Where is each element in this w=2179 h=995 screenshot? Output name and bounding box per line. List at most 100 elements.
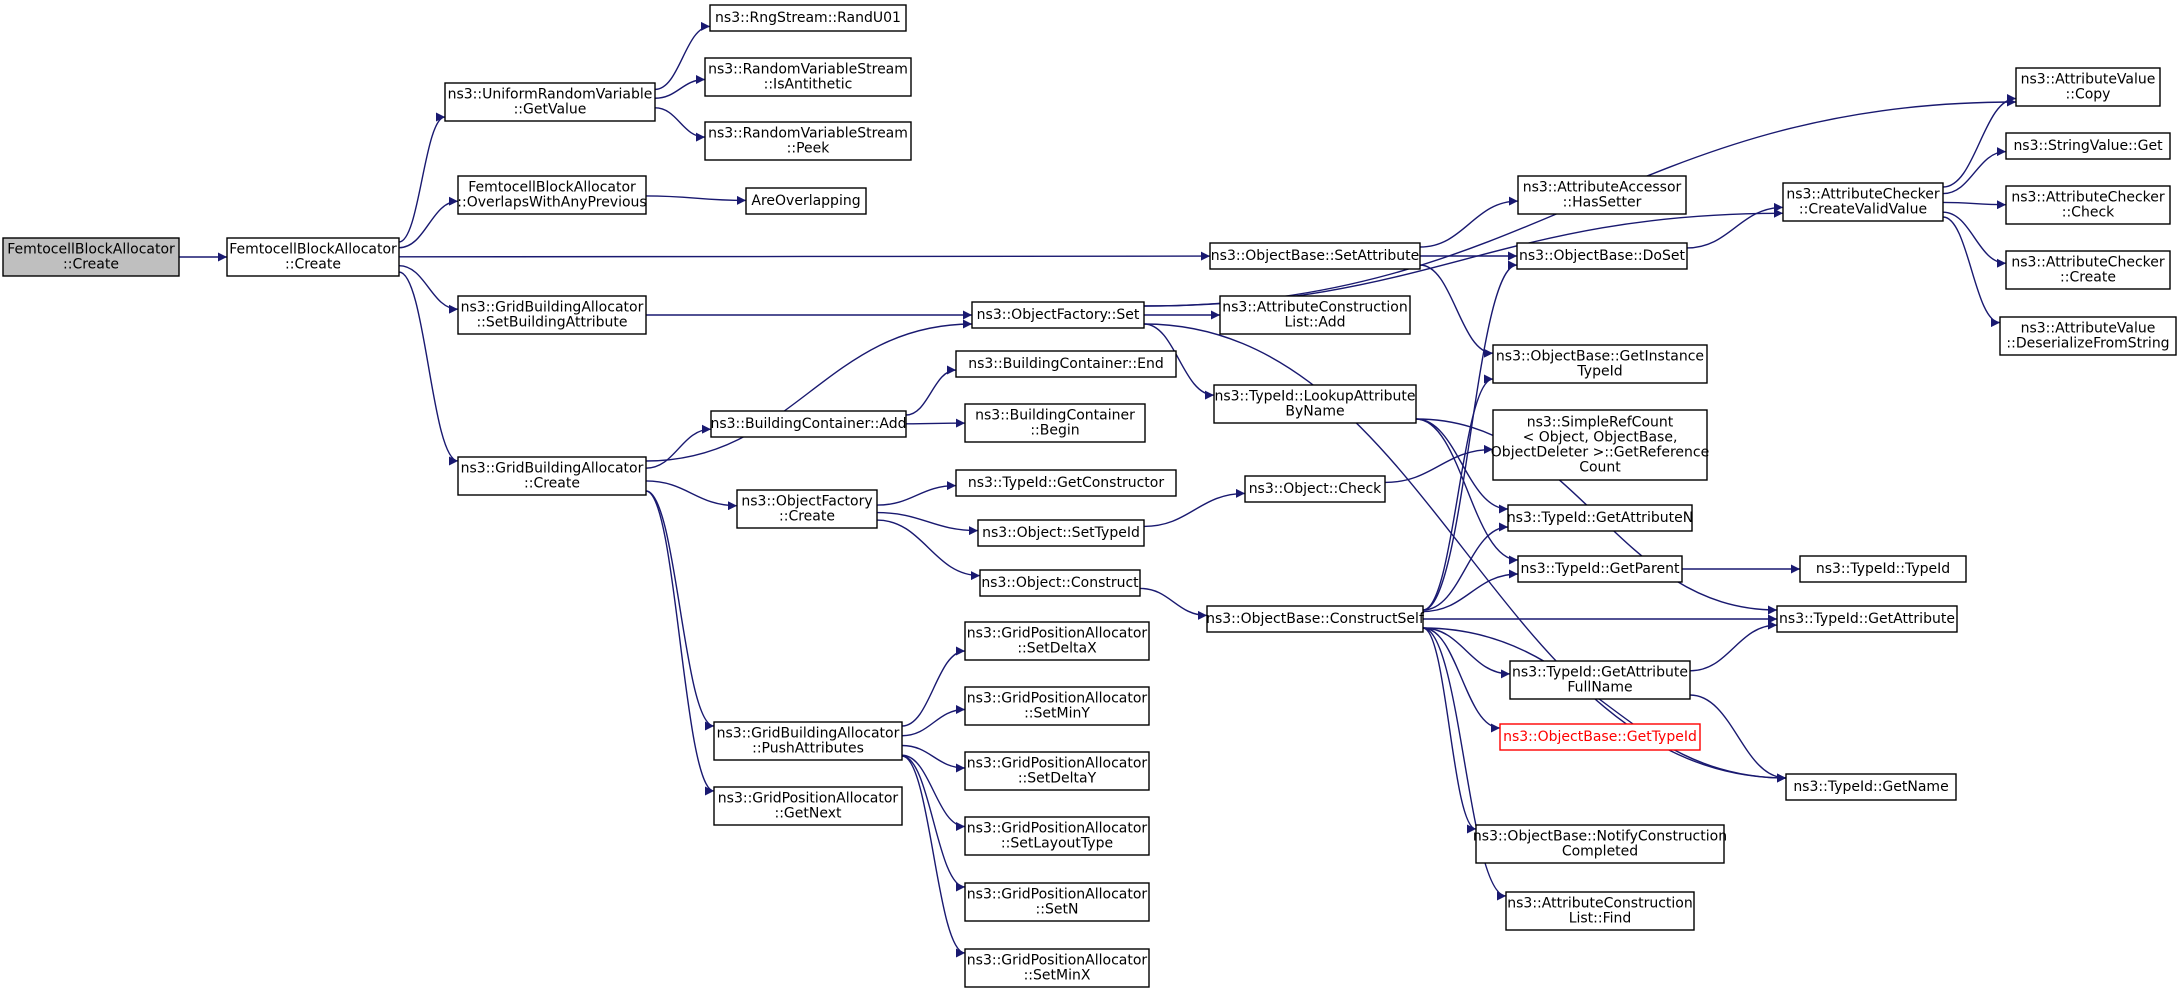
node-label-line: FemtocellBlockAllocator — [7, 242, 175, 258]
node-label-line: ::GetValue — [514, 102, 587, 118]
nodes: FemtocellBlockAllocator::CreateFemtocell… — [2, 4, 2177, 988]
node-label-line: ::SetMinY — [1024, 706, 1090, 722]
node-urv-getvalue[interactable]: ns3::UniformRandomVariable::GetValue — [444, 82, 656, 122]
edge-ob_doset-to-ac_createvalid — [1686, 202, 1784, 249]
node-box — [2005, 185, 2171, 225]
node-box — [704, 121, 912, 161]
node-ac-create[interactable]: ns3::AttributeChecker::Create — [2005, 250, 2171, 290]
node-box — [964, 621, 1150, 661]
node-label-line: ns3::AttributeConstruction — [1507, 896, 1692, 912]
node-bc-begin[interactable]: ns3::BuildingContainer::Begin — [964, 403, 1146, 443]
node-tid-getconstructor[interactable]: ns3::TypeId::GetConstructor — [955, 469, 1177, 497]
node-label-line: ::SetBuildingAttribute — [476, 315, 627, 331]
node-areoverlapping[interactable]: AreOverlapping — [745, 187, 867, 215]
node-box — [964, 751, 1150, 791]
node-obj-check[interactable]: ns3::Object::Check — [1244, 475, 1386, 503]
edge-ac_createvalid-to-av_deserialize — [1942, 216, 2001, 328]
node-label-line: ns3::RandomVariableStream — [708, 126, 908, 142]
node-aa-hassetter[interactable]: ns3::AttributeAccessor::HasSetter — [1517, 175, 1687, 215]
node-label-line: ns3::SimpleRefCount — [1527, 415, 1674, 431]
node-ob-constructself[interactable]: ns3::ObjectBase::ConstructSelf — [1206, 605, 1425, 633]
node-label-line: ::Copy — [2066, 87, 2111, 103]
node-gpa-setdeltax[interactable]: ns3::GridPositionAllocator::SetDeltaX — [964, 621, 1150, 661]
node-label-line: ObjectDeleter >::GetReference — [1491, 445, 1709, 461]
node-label-line: ::Create — [524, 476, 580, 492]
edge-gba_push-to-gpa_setdeltay — [901, 744, 966, 773]
node-label-line: ns3::AttributeValue — [2021, 72, 2156, 88]
node-box — [1206, 605, 1424, 633]
node-tid-typeid[interactable]: ns3::TypeId::TypeId — [1799, 555, 1967, 583]
node-label-line: ns3::ObjectBase::ConstructSelf — [1206, 611, 1425, 627]
node-rng-randu01[interactable]: ns3::RngStream::RandU01 — [709, 4, 907, 32]
node-label-line: ns3::StringValue::Get — [2013, 138, 2163, 154]
node-box — [2, 237, 180, 277]
node-rvs-isanti[interactable]: ns3::RandomVariableStream::IsAntithetic — [704, 57, 912, 97]
node-box — [457, 175, 647, 215]
node-box — [977, 519, 1145, 547]
node-gpa-setminy[interactable]: ns3::GridPositionAllocator::SetMinY — [964, 686, 1150, 726]
node-gpa-setn[interactable]: ns3::GridPositionAllocator::SetN — [964, 882, 1150, 922]
node-tid-getname[interactable]: ns3::TypeId::GetName — [1785, 773, 1957, 801]
node-ac-check[interactable]: ns3::AttributeChecker::Check — [2005, 185, 2171, 225]
node-ob-setattribute[interactable]: ns3::ObjectBase::SetAttribute — [1209, 242, 1421, 270]
edge-urv_getvalue-to-rng_randu01 — [654, 21, 711, 91]
node-tid-getparent[interactable]: ns3::TypeId::GetParent — [1517, 555, 1683, 583]
node-ac-createvalid[interactable]: ns3::AttributeChecker::CreateValidValue — [1782, 182, 1944, 222]
edge-gba_create-to-gpa_getnext — [645, 490, 715, 796]
node-gpa-setminx[interactable]: ns3::GridPositionAllocator::SetMinX — [964, 948, 1150, 988]
node-label-line: ns3::Object::Check — [1249, 481, 1382, 497]
node-box — [2005, 250, 2171, 290]
node-sv-get[interactable]: ns3::StringValue::Get — [2005, 132, 2171, 160]
node-gba-setbuilding[interactable]: ns3::GridBuildingAllocator::SetBuildingA… — [457, 295, 647, 335]
node-label-line: ns3::AttributeChecker — [1786, 187, 1940, 203]
node-tid-getattribute[interactable]: ns3::TypeId::GetAttribute — [1776, 605, 1958, 633]
node-box — [713, 721, 903, 761]
node-label-line: ns3::ObjectBase::DoSet — [1519, 248, 1685, 264]
node-obj-construct[interactable]: ns3::Object::Construct — [979, 569, 1141, 597]
node-label-line: ::SetMinX — [1024, 968, 1091, 984]
node-label-line: ns3::Object::SetTypeId — [982, 525, 1140, 541]
node-of-set[interactable]: ns3::ObjectFactory::Set — [971, 301, 1145, 329]
node-label-line: ns3::TypeId::GetAttribute — [1512, 665, 1688, 681]
node-ob-doset[interactable]: ns3::ObjectBase::DoSet — [1516, 242, 1688, 270]
node-rvs-peek[interactable]: ns3::RandomVariableStream::Peek — [704, 121, 912, 161]
edge-tid_getattrfull-to-tid_getattribute — [1689, 620, 1778, 672]
node-av-deserialize[interactable]: ns3::AttributeValue::DeserializeFromStri… — [1999, 316, 2177, 356]
edge-ac_createvalid-to-sv_get — [1942, 147, 2007, 195]
node-gpa-setdeltay[interactable]: ns3::GridPositionAllocator::SetDeltaY — [964, 751, 1150, 791]
node-gpa-setlayout[interactable]: ns3::GridPositionAllocator::SetLayoutTyp… — [964, 816, 1150, 856]
node-ob-notify[interactable]: ns3::ObjectBase::NotifyConstructionCompl… — [1473, 824, 1727, 864]
edge-bc_add-to-bc_begin — [905, 418, 966, 428]
node-root[interactable]: FemtocellBlockAllocator::Create — [2, 237, 180, 277]
node-box — [964, 816, 1150, 856]
node-of-create[interactable]: ns3::ObjectFactory::Create — [736, 489, 878, 529]
node-label-line: ns3::TypeId::GetConstructor — [968, 475, 1164, 491]
node-gpa-getnext[interactable]: ns3::GridPositionAllocator::GetNext — [713, 786, 903, 826]
node-label-line: ns3::RngStream::RandU01 — [715, 10, 901, 26]
node-tid-getattrn[interactable]: ns3::TypeId::GetAttributeN — [1507, 504, 1693, 532]
node-label-line: ns3::Object::Construct — [981, 575, 1139, 591]
node-bc-add[interactable]: ns3::BuildingContainer::Add — [710, 410, 907, 438]
node-obj-settypeid[interactable]: ns3::Object::SetTypeId — [977, 519, 1145, 547]
node-fba-create[interactable]: FemtocellBlockAllocator::Create — [226, 237, 400, 277]
node-label-line: ::DeserializeFromString — [2006, 336, 2169, 352]
edge-gba_push-to-gpa_setn — [901, 755, 966, 892]
node-box — [955, 469, 1177, 497]
node-ob-gettypeid[interactable]: ns3::ObjectBase::GetTypeId — [1499, 723, 1701, 751]
node-bc-end[interactable]: ns3::BuildingContainer::End — [955, 350, 1177, 378]
node-gba-push[interactable]: ns3::GridBuildingAllocator::PushAttribut… — [713, 721, 903, 761]
node-label-line: ns3::ObjectFactory — [741, 494, 872, 510]
node-fba-overlaps[interactable]: FemtocellBlockAllocator::OverlapsWithAny… — [457, 175, 647, 215]
node-av-copy[interactable]: ns3::AttributeValue::Copy — [2015, 67, 2161, 107]
node-box — [1219, 295, 1411, 335]
node-src-getref[interactable]: ns3::SimpleRefCount< Object, ObjectBase,… — [1491, 409, 1709, 481]
node-gba-create[interactable]: ns3::GridBuildingAllocator::Create — [457, 456, 647, 496]
node-label-line: FullName — [1567, 680, 1632, 696]
edge-fba_create-to-ob_setattribute — [398, 251, 1211, 261]
node-label-line: ns3::ObjectFactory::Set — [977, 307, 1140, 323]
